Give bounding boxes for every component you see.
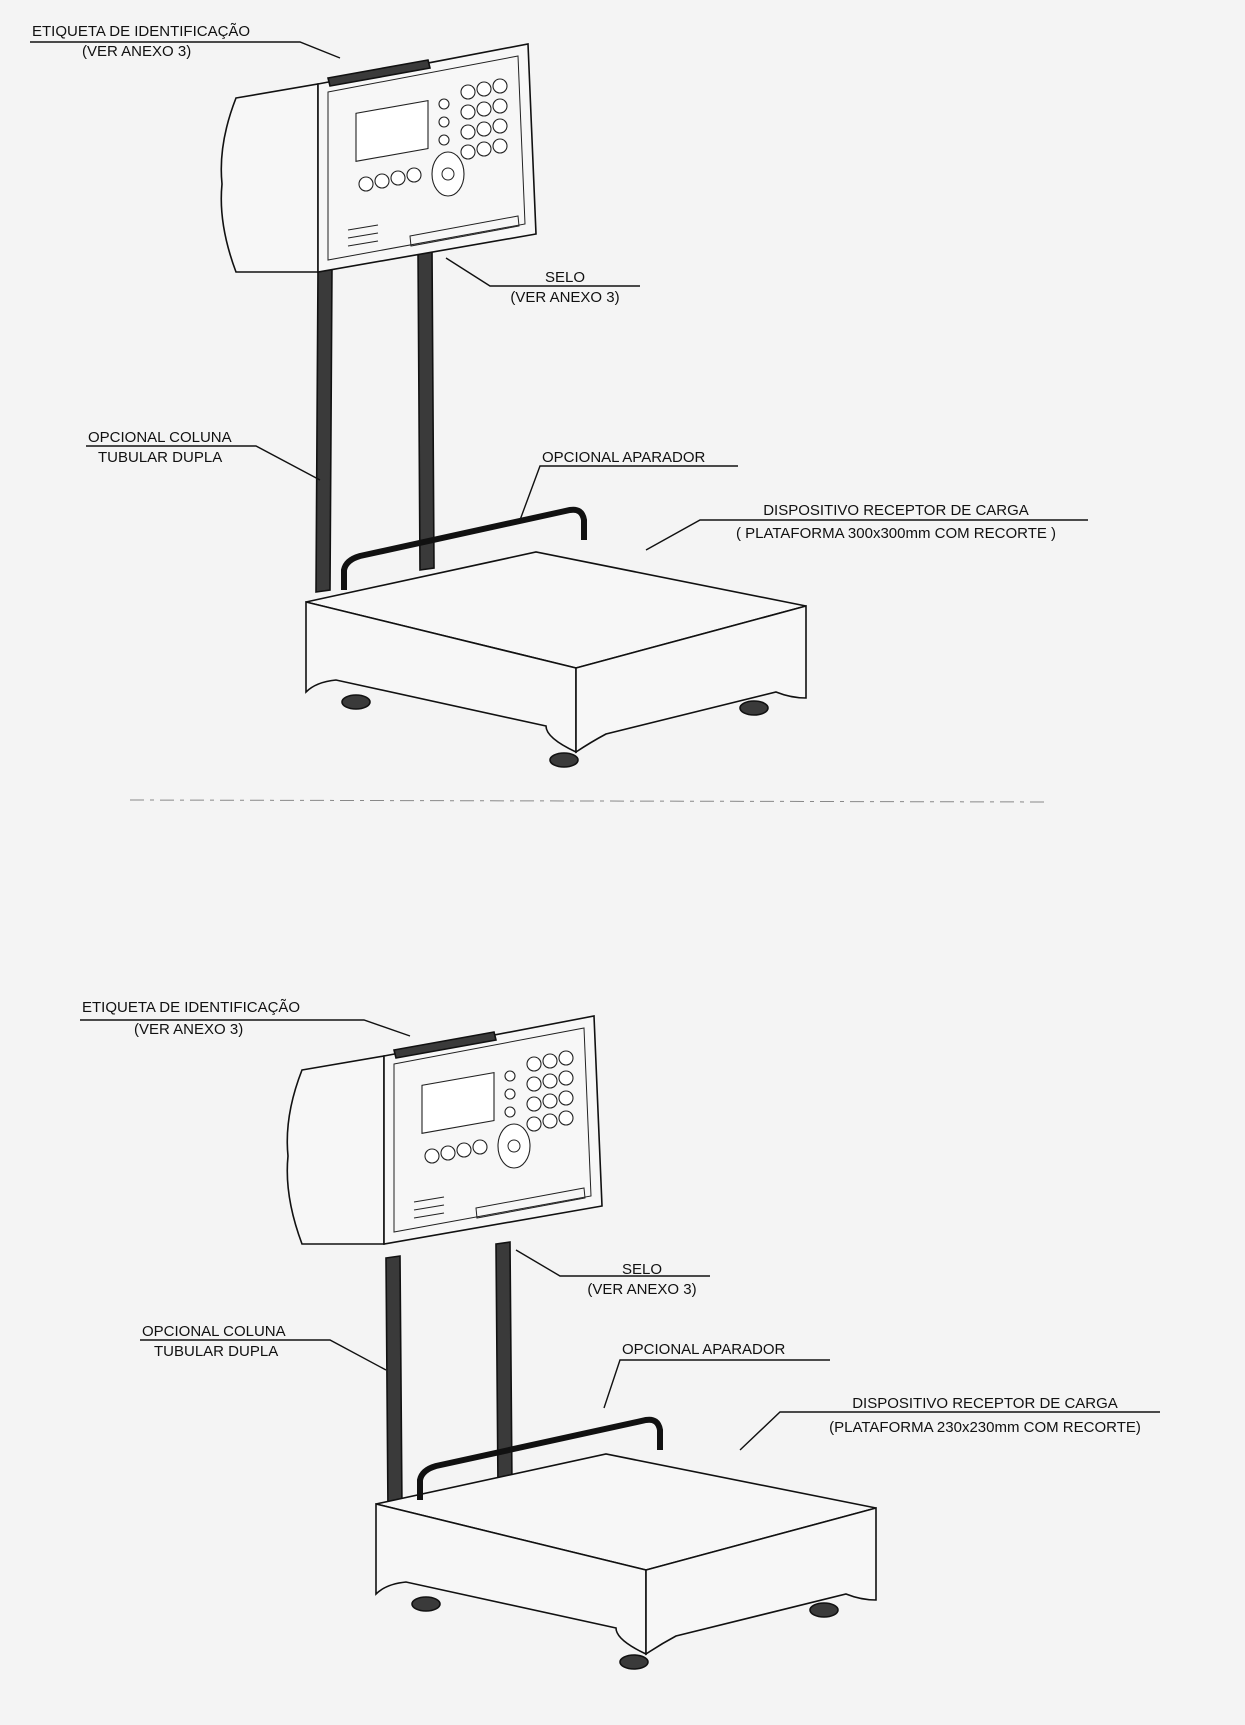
label-selo-1: SELO [545, 269, 585, 286]
label-receptor-2: DISPOSITIVO RECEPTOR DE CARGA [852, 1395, 1118, 1412]
label-etiqueta-1: ETIQUETA DE IDENTIFICAÇÃO [32, 23, 250, 40]
indicator-1 [220, 43, 537, 273]
label-coluna-2a: OPCIONAL COLUNA [142, 1323, 286, 1340]
label-selo-2: SELO [622, 1261, 662, 1278]
platform-1 [305, 551, 807, 768]
label-etiqueta-2: ETIQUETA DE IDENTIFICAÇÃO [82, 999, 300, 1016]
label-plataforma-2: (PLATAFORMA 230x230mm COM RECORTE) [829, 1419, 1141, 1436]
platform-2 [375, 1453, 877, 1670]
label-plataforma-1: ( PLATAFORMA 300x300mm COM RECORTE ) [736, 525, 1056, 542]
scale-figure-1: ETIQUETA DE IDENTIFICAÇÃO (VER ANEXO 3) … [30, 23, 1088, 803]
label-aparador-1: OPCIONAL APARADOR [542, 449, 706, 466]
column-left-1 [315, 265, 333, 593]
label-etiqueta-ref-2: (VER ANEXO 3) [134, 1021, 243, 1038]
label-etiqueta-ref-1: (VER ANEXO 3) [82, 43, 191, 60]
column-right-1 [417, 247, 435, 571]
label-coluna-1a: OPCIONAL COLUNA [88, 429, 232, 446]
label-selo-ref-1: (VER ANEXO 3) [510, 289, 619, 306]
label-receptor-1: DISPOSITIVO RECEPTOR DE CARGA [763, 502, 1029, 519]
scale-figure-2: ETIQUETA DE IDENTIFICAÇÃO (VER ANEXO 3) … [80, 999, 1160, 1670]
label-aparador-2: OPCIONAL APARADOR [622, 1341, 786, 1358]
label-selo-ref-2: (VER ANEXO 3) [587, 1281, 696, 1298]
label-coluna-2b: TUBULAR DUPLA [154, 1343, 278, 1360]
indicator-2 [286, 1015, 603, 1245]
guard-rail-1 [341, 506, 587, 590]
column-left-2 [385, 1255, 403, 1513]
label-coluna-1b: TUBULAR DUPLA [98, 449, 222, 466]
guard-rail-2 [417, 1416, 663, 1500]
